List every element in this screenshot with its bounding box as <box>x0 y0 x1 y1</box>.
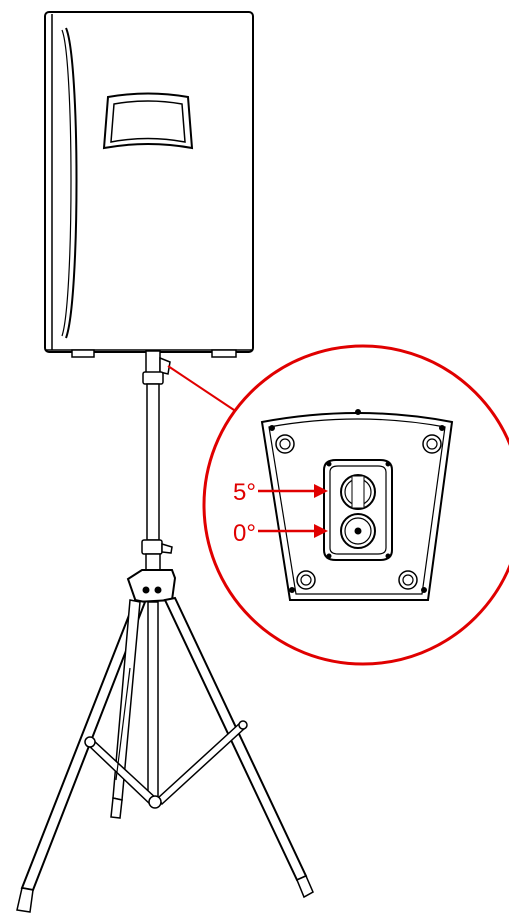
tilt-5-degree-label: 5° <box>233 479 256 506</box>
tripod-stand <box>16 350 314 913</box>
speaker-cabinet <box>44 11 254 358</box>
angle-arrows <box>258 484 328 538</box>
detail-magnifier: 5° 0° <box>202 344 509 666</box>
tilt-0-degree-label: 0° <box>233 520 256 547</box>
pole-mount-sockets <box>323 459 393 561</box>
detail-leader-line <box>167 365 235 411</box>
handle-recess <box>102 92 194 150</box>
